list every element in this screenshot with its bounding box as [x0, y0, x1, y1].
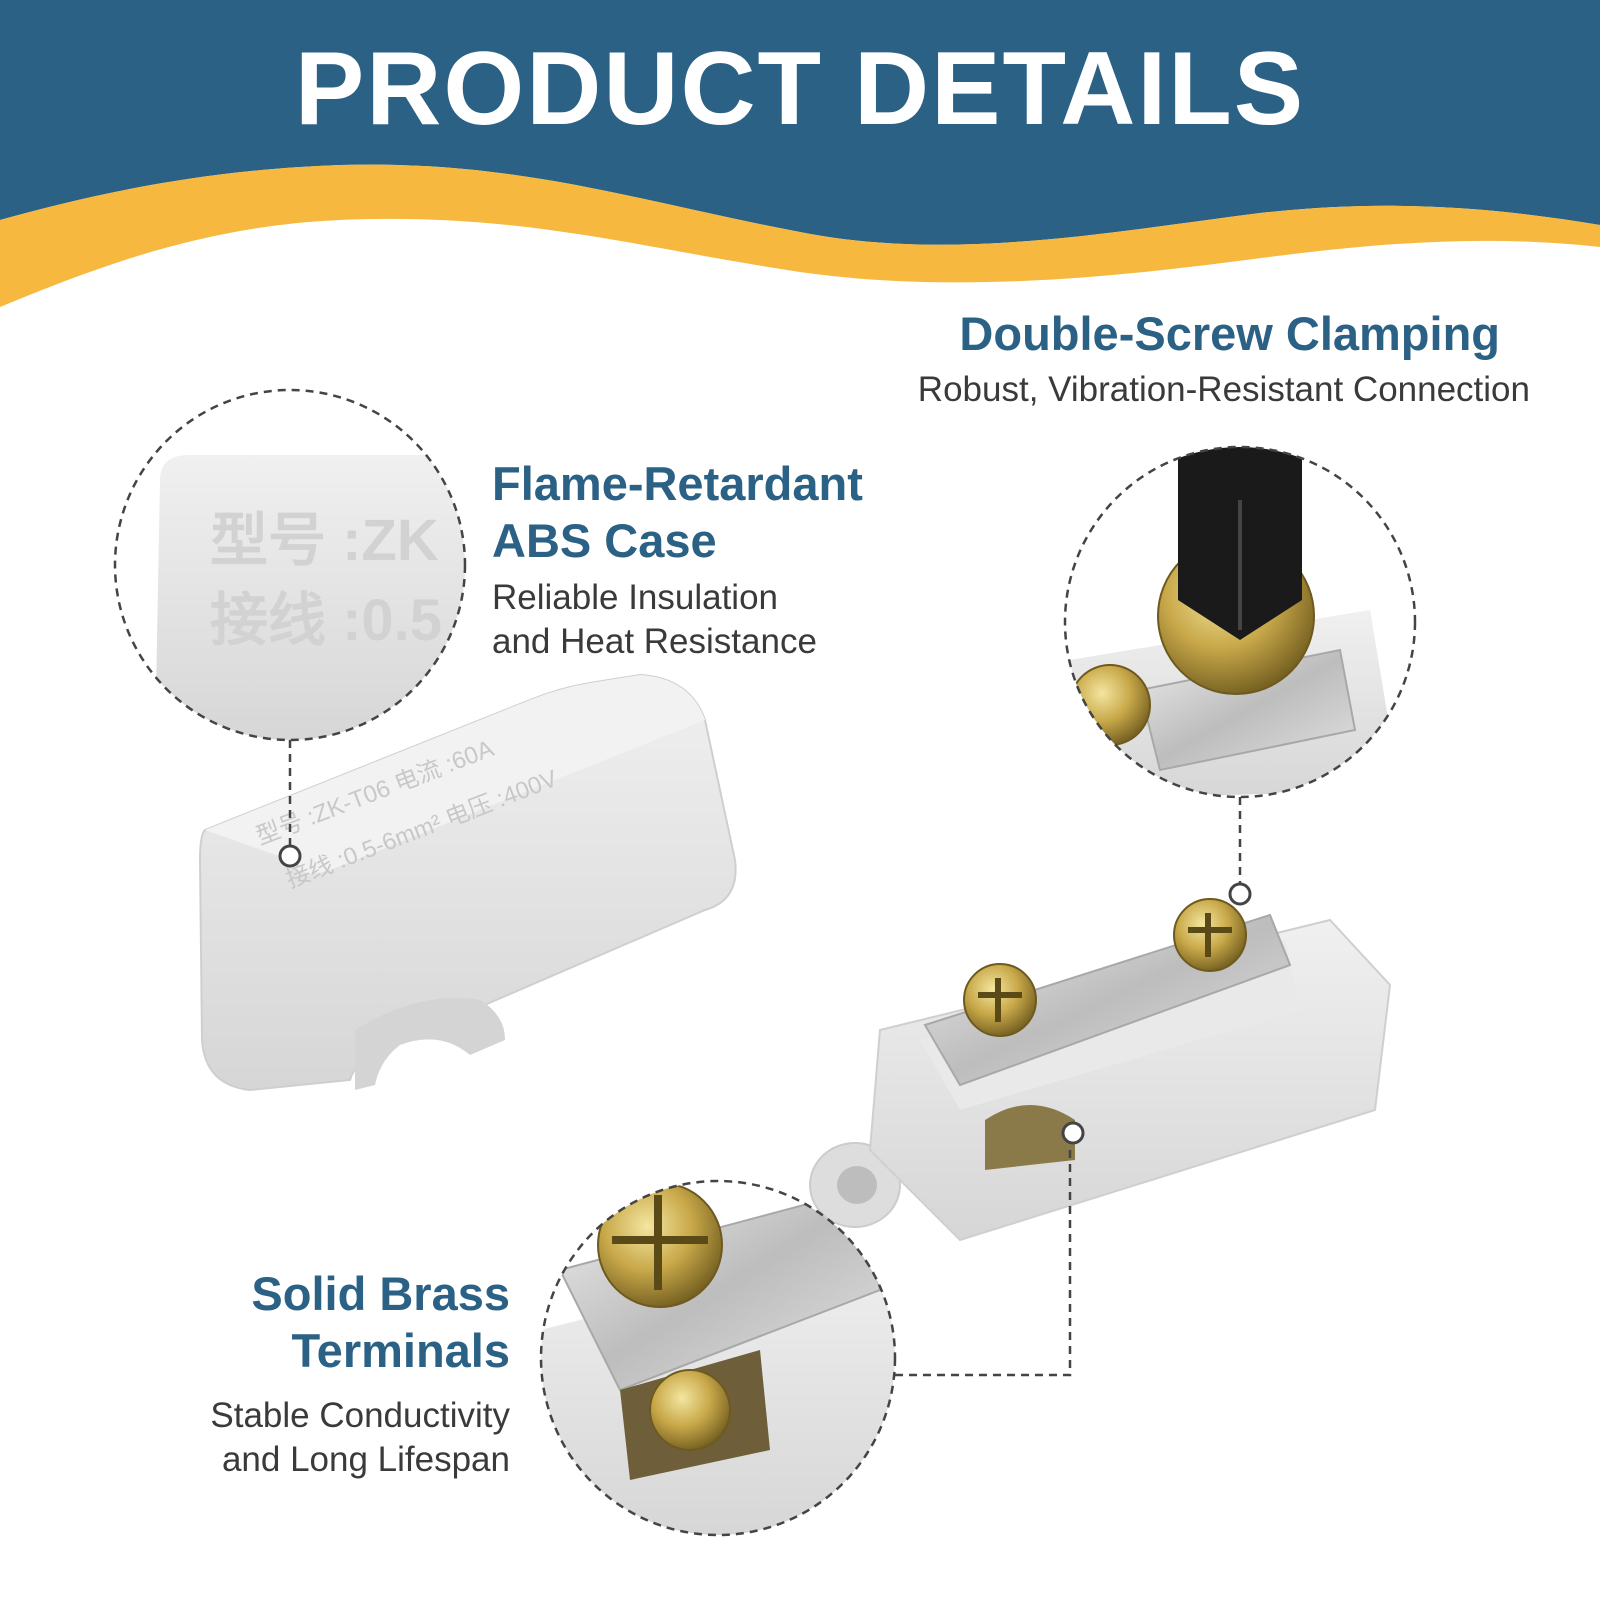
- feature-desc-line: Reliable Insulation: [492, 578, 779, 617]
- callout-line-solid-brass: [895, 1140, 1072, 1377]
- page-title: PRODUCT DETAILS: [294, 31, 1306, 147]
- feature-title-line: ABS Case: [492, 514, 717, 567]
- feature-desc-double-screw: Robust, Vibration-Resistant Connection: [917, 370, 1530, 409]
- feature-title-line: Terminals: [291, 1324, 510, 1377]
- zoom-marking-line1: 型号 :ZK: [210, 508, 439, 573]
- feature-desc-solid-brass: Stable Conductivity and Long Lifespan: [150, 1394, 510, 1482]
- callout-dot-solid-brass: [1061, 1121, 1085, 1145]
- zoom-circle-solid-brass: [539, 1179, 897, 1537]
- feature-title-line: Flame-Retardant: [492, 457, 863, 510]
- feature-title-double-screw: Double-Screw Clamping: [959, 307, 1500, 360]
- feature-title-line: Solid Brass: [251, 1267, 510, 1320]
- header-banner: PRODUCT DETAILS: [0, 0, 1600, 320]
- feature-title-solid-brass: Solid Brass Terminals: [150, 1265, 510, 1379]
- callout-dot-abs-case: [278, 844, 302, 868]
- screw-icon: [963, 963, 1037, 1037]
- terminal-base: [809, 898, 1392, 1242]
- feature-desc-line: and Heat Resistance: [492, 622, 817, 661]
- banner-wave-graphic: [0, 0, 1600, 307]
- feature-desc-line: and Long Lifespan: [221, 1440, 510, 1479]
- feature-desc-line: Stable Conductivity: [210, 1396, 510, 1435]
- feature-desc-flame-retardant: Reliable Insulation and Heat Resistance: [492, 576, 817, 664]
- feature-title-flame-retardant: Flame-Retardant ABS Case: [492, 455, 863, 569]
- callout-dot-double-screw: [1228, 882, 1252, 906]
- zoom-circle-double-screw: [1063, 445, 1417, 799]
- zoom-marking-line2: 接线 :0.5: [210, 588, 442, 653]
- screw-icon: [1173, 898, 1247, 972]
- zoom-circle-abs-case: 型号 :ZK 接线 :0.5: [113, 388, 467, 742]
